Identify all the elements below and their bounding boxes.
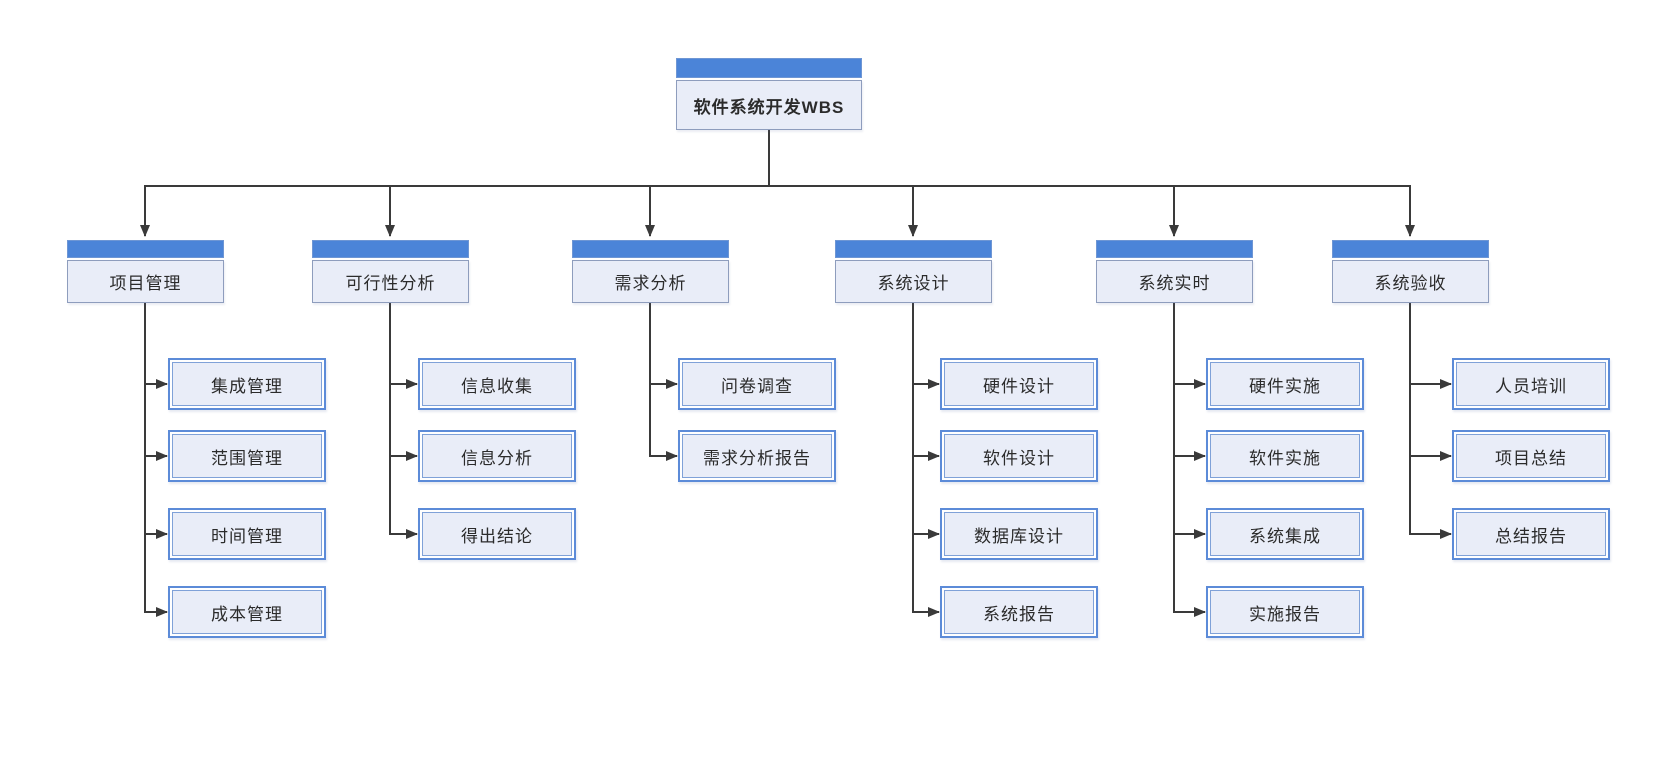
- node-label: 总结报告: [1456, 512, 1606, 556]
- wbs-child-node[interactable]: 需求分析报告: [678, 430, 836, 482]
- wbs-child-node[interactable]: 软件实施: [1206, 430, 1364, 482]
- node-label: 信息分析: [422, 434, 572, 478]
- node-header-bar: [312, 240, 469, 258]
- wbs-child-node[interactable]: 范围管理: [168, 430, 326, 482]
- node-label: 人员培训: [1456, 362, 1606, 406]
- node-header-bar: [1096, 240, 1253, 258]
- node-label: 软件设计: [944, 434, 1094, 478]
- branch-node-feasibility-analysis[interactable]: 可行性分析: [312, 240, 469, 303]
- node-header-bar: [67, 240, 224, 258]
- node-label: 硬件实施: [1210, 362, 1360, 406]
- node-label: 系统设计: [835, 260, 992, 303]
- wbs-child-node[interactable]: 人员培训: [1452, 358, 1610, 410]
- wbs-root-node[interactable]: 软件系统开发WBS: [676, 58, 862, 130]
- wbs-child-node[interactable]: 系统报告: [940, 586, 1098, 638]
- wbs-child-node[interactable]: 问卷调查: [678, 358, 836, 410]
- node-header-bar: [1332, 240, 1489, 258]
- branch-node-requirements-analysis[interactable]: 需求分析: [572, 240, 729, 303]
- node-label: 硬件设计: [944, 362, 1094, 406]
- wbs-child-node[interactable]: 系统集成: [1206, 508, 1364, 560]
- node-label: 可行性分析: [312, 260, 469, 303]
- node-label: 系统实时: [1096, 260, 1253, 303]
- node-label: 信息收集: [422, 362, 572, 406]
- node-label: 软件实施: [1210, 434, 1360, 478]
- node-label: 时间管理: [172, 512, 322, 556]
- wbs-child-node[interactable]: 集成管理: [168, 358, 326, 410]
- node-header-bar: [572, 240, 729, 258]
- node-label: 集成管理: [172, 362, 322, 406]
- wbs-child-node[interactable]: 信息分析: [418, 430, 576, 482]
- node-label: 需求分析报告: [682, 434, 832, 478]
- node-label: 软件系统开发WBS: [676, 80, 862, 130]
- wbs-child-node[interactable]: 成本管理: [168, 586, 326, 638]
- node-label: 项目总结: [1456, 434, 1606, 478]
- branch-node-system-design[interactable]: 系统设计: [835, 240, 992, 303]
- node-label: 系统验收: [1332, 260, 1489, 303]
- wbs-child-node[interactable]: 数据库设计: [940, 508, 1098, 560]
- node-label: 系统报告: [944, 590, 1094, 634]
- node-label: 问卷调查: [682, 362, 832, 406]
- wbs-child-node[interactable]: 时间管理: [168, 508, 326, 560]
- node-label: 数据库设计: [944, 512, 1094, 556]
- wbs-child-node[interactable]: 得出结论: [418, 508, 576, 560]
- branch-node-system-acceptance[interactable]: 系统验收: [1332, 240, 1489, 303]
- node-label: 成本管理: [172, 590, 322, 634]
- wbs-child-node[interactable]: 实施报告: [1206, 586, 1364, 638]
- branch-node-system-implementation[interactable]: 系统实时: [1096, 240, 1253, 303]
- wbs-child-node[interactable]: 硬件设计: [940, 358, 1098, 410]
- node-label: 需求分析: [572, 260, 729, 303]
- wbs-child-node[interactable]: 总结报告: [1452, 508, 1610, 560]
- branch-node-project-management[interactable]: 项目管理: [67, 240, 224, 303]
- node-label: 实施报告: [1210, 590, 1360, 634]
- node-label: 得出结论: [422, 512, 572, 556]
- node-label: 范围管理: [172, 434, 322, 478]
- wbs-child-node[interactable]: 项目总结: [1452, 430, 1610, 482]
- node-label: 项目管理: [67, 260, 224, 303]
- node-label: 系统集成: [1210, 512, 1360, 556]
- wbs-child-node[interactable]: 信息收集: [418, 358, 576, 410]
- wbs-child-node[interactable]: 软件设计: [940, 430, 1098, 482]
- node-header-bar: [835, 240, 992, 258]
- wbs-child-node[interactable]: 硬件实施: [1206, 358, 1364, 410]
- node-header-bar: [676, 58, 862, 78]
